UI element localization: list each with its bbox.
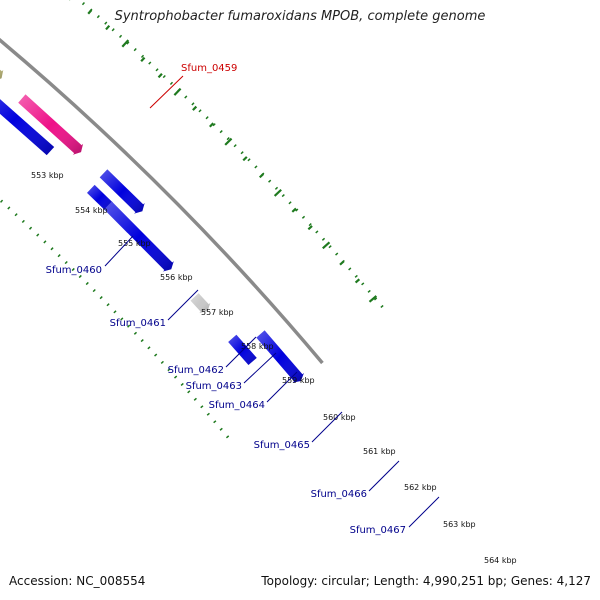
cds-feature-11-shade [0,69,4,79]
sfum-0461-label[interactable]: Sfum_0461 [110,318,166,329]
sfum-0466-leader-line [368,460,400,492]
cds-feature-15-shade [99,169,145,214]
tick-label: 562 kbp [404,483,437,492]
tick-label: 554 kbp [75,206,108,215]
tick-label: 557 kbp [201,308,234,317]
sfum-0460-label[interactable]: Sfum_0460 [46,265,102,276]
sfum-0463-leader-line [243,352,277,384]
tick-label: 563 kbp [443,520,476,529]
accession-text: Accession: NC_008554 [9,574,146,588]
cds-feature-17-shade [190,293,211,314]
cds-feature-16-shade [104,201,174,272]
genome-backbone [0,37,324,365]
sfum-0465-label[interactable]: Sfum_0465 [254,440,310,451]
tick-label: 560 kbp [323,413,356,422]
tick-label: 564 kbp [484,556,517,565]
sfum-0467-leader-line [408,496,440,528]
outer-dotted-track [76,0,387,312]
sfum-0459-leader-line [149,75,184,109]
map-title: Syntrophobacter fumaroxidans MPOB, compl… [114,9,486,24]
tick-label: 559 kbp [282,376,315,385]
cds-feature-18-shade [256,330,304,383]
sfum-0462-label[interactable]: Sfum_0462 [168,365,224,376]
sfum-0462-leader-line [225,336,257,368]
cds-feature-12-shade [0,99,55,156]
cds-feature-13-shade [18,94,84,155]
tick-label: 555 kbp [118,239,151,248]
sfum-0464-label[interactable]: Sfum_0464 [209,400,265,411]
sfum-0466-label[interactable]: Sfum_0466 [311,489,367,500]
outer-dash-marks [69,0,378,303]
sfum-0467-label[interactable]: Sfum_0467 [350,525,406,536]
tick-label: 556 kbp [160,273,193,282]
sfum-0461-leader-line [167,289,199,321]
cds-feature-14-shade [87,184,113,211]
sfum-0459-label[interactable]: Sfum_0459 [181,63,237,74]
tick-label: 561 kbp [363,447,396,456]
tick-label: 553 kbp [31,171,64,180]
sfum-0463-label[interactable]: Sfum_0463 [186,381,242,392]
genome-summary-text: Topology: circular; Length: 4,990,251 bp… [261,574,591,588]
sfum-0460-leader-line [104,235,134,267]
tick-label: 558 kbp [241,342,274,351]
sfum-0464-leader-line [266,371,298,403]
sfum-0465-leader-line [311,411,343,443]
